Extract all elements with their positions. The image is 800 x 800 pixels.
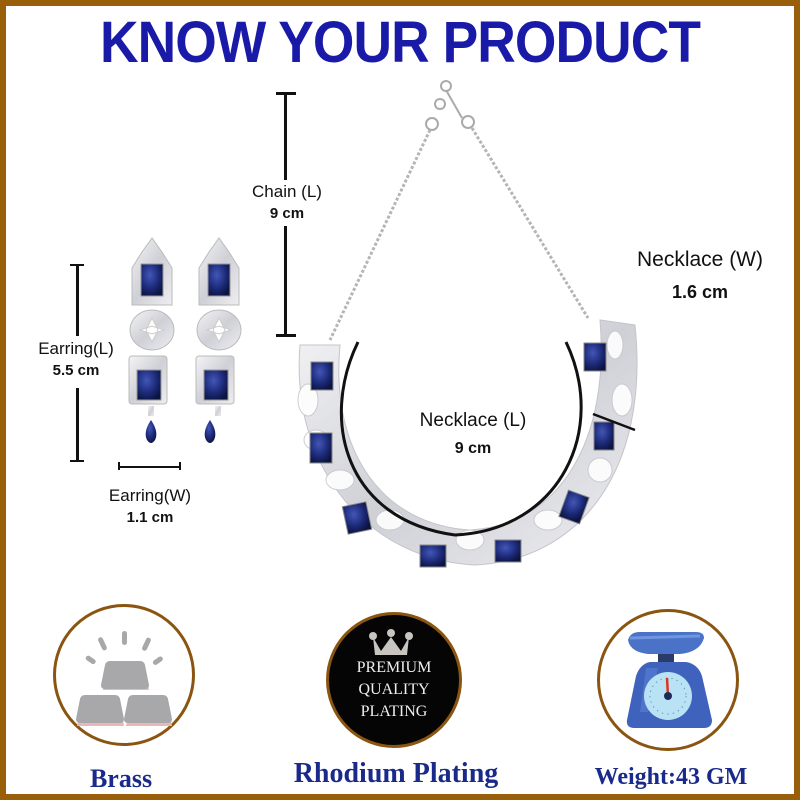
necklace-length-name: Necklace (L) — [419, 410, 527, 431]
earring-width-cap-right — [179, 462, 181, 470]
earring-width-value: 1.1 cm — [126, 509, 174, 526]
brass-badge — [53, 604, 195, 746]
necklace-width-label: Necklace (W) 1.6 cm — [620, 248, 780, 303]
necklace-width-name: Necklace (W) — [636, 248, 763, 271]
earring-length-value: 5.5 cm — [52, 362, 100, 379]
brass-bars-icon — [76, 631, 172, 726]
necklace-length-label: Necklace (L) 9 cm — [398, 410, 548, 458]
earring-width-bar — [118, 466, 180, 468]
earring-right — [195, 237, 242, 443]
earring-length-cap-bottom — [70, 460, 84, 462]
crown-icon — [369, 629, 413, 655]
weight-badge — [597, 609, 739, 751]
earring-width-name: Earring(W) — [108, 486, 192, 505]
earring-width-label: Earring(W) 1.1 cm — [88, 486, 212, 526]
earring-left — [128, 237, 175, 443]
feature-label-rhodium-plating: Rhodium Plating — [293, 758, 499, 789]
earring-length-label: Earring(L) 5.5 cm — [24, 339, 128, 379]
badge-line-plating: PLATING — [360, 703, 428, 720]
badge-line-quality: QUALITY — [358, 681, 430, 698]
necklace-length-guide — [339, 341, 583, 537]
earring-length-bar-top — [76, 264, 79, 336]
badge-line-premium: PREMIUM — [356, 659, 432, 676]
earring-length-bar-bottom — [76, 388, 79, 462]
necklace-body — [297, 319, 638, 568]
necklace-width-guide — [592, 412, 636, 432]
necklace-chain — [328, 80, 590, 341]
chain-length-bar-top — [284, 92, 287, 180]
premium-quality-plating-badge: PREMIUM QUALITY PLATING — [326, 612, 462, 748]
necklace-width-value: 1.6 cm — [671, 282, 729, 302]
feature-label-brass: Brass — [89, 764, 153, 793]
jewelry-illustration — [128, 80, 638, 568]
earring-length-name: Earring(L) — [38, 339, 114, 358]
page-title: KNOW YOUR PRODUCT — [100, 10, 701, 75]
chain-length-bar-bottom — [284, 226, 287, 336]
chain-length-name: Chain (L) — [252, 182, 322, 201]
weighing-scale-icon — [626, 632, 712, 728]
chain-length-label: Chain (L) 9 cm — [240, 182, 334, 222]
chain-length-cap-bottom — [276, 334, 296, 337]
chain-length-value: 9 cm — [269, 205, 305, 222]
feature-label-weight: Weight:43 GM — [594, 764, 748, 790]
necklace-length-value: 9 cm — [454, 440, 492, 457]
